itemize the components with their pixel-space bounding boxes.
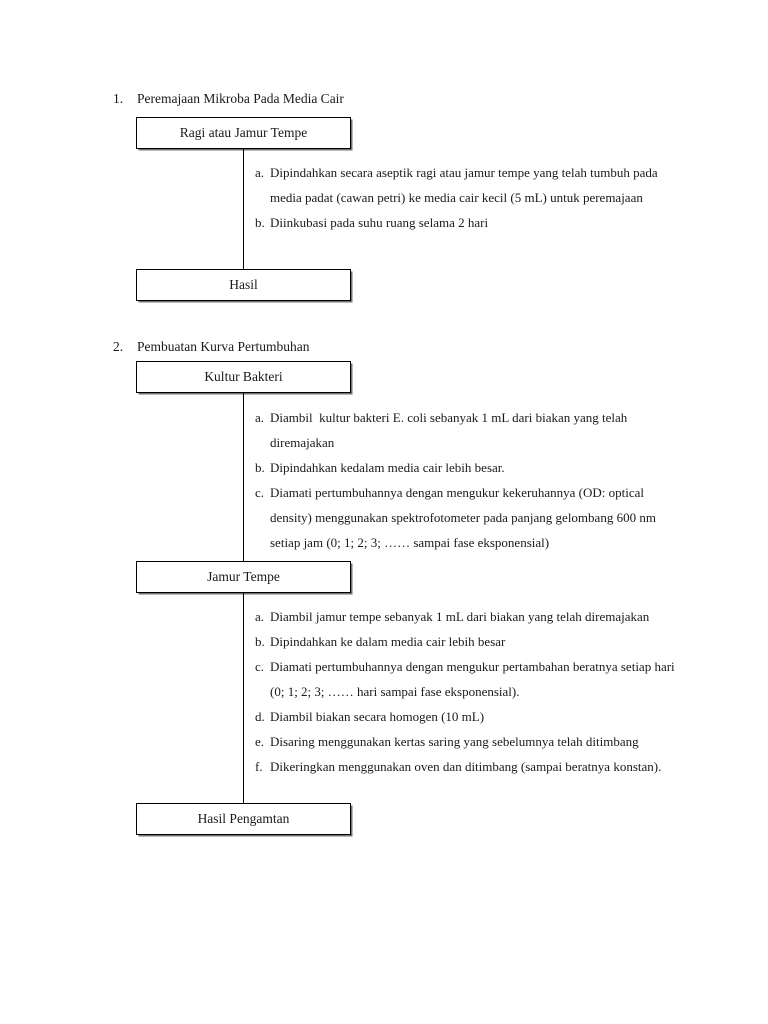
list-item-text: Diambil jamur tempe sebanyak 1 mL dari b… — [270, 609, 650, 624]
section-1-title: Peremajaan Mikroba Pada Media Cair — [137, 91, 344, 106]
list-item-marker: b. — [255, 214, 265, 230]
process-box-label: Hasil — [229, 276, 258, 292]
list-item-text: Dikeringkan menggunakan oven dan ditimba… — [270, 758, 662, 774]
flow-connector-section-2-lower — [243, 593, 245, 803]
list-item: a. Diambil kultur bakteri E. coli sebany… — [255, 406, 687, 456]
list-item-marker: c. — [255, 484, 265, 500]
section-2-heading: 2. Pembuatan Kurva Pertumbuhan — [113, 339, 309, 355]
list-item: e. Disaring menggunakan kertas saring ya… — [255, 730, 687, 755]
process-box-label: Hasil Pengamtan — [197, 810, 290, 826]
list-item-marker: b. — [255, 459, 265, 475]
list-item-text: Diamati pertumbuhannya dengan mengukur k… — [270, 484, 660, 550]
list-item-marker: b. — [255, 633, 265, 649]
list-item-text: Diambil biakan secara homogen (10 mL) — [270, 708, 485, 724]
list-item-text: Dipindahkan secara aseptik ragi atau jam… — [270, 165, 661, 205]
flow-connector-section-2-upper — [243, 393, 245, 561]
section-1-heading: 1. Peremajaan Mikroba Pada Media Cair — [113, 91, 344, 107]
flow-connector-section-1 — [243, 149, 245, 269]
list-item-text: Diambil kultur bakteri E. coli sebanyak … — [270, 410, 631, 450]
process-box-label: Kultur Bakteri — [204, 368, 283, 384]
process-box-label: Jamur Tempe — [207, 568, 280, 584]
list-item-marker: a. — [255, 165, 265, 180]
list-item: b. Dipindahkan kedalam media cair lebih … — [255, 456, 687, 481]
process-box-kultur-bakteri: Kultur Bakteri — [136, 361, 351, 393]
section-2-number: 2. — [113, 339, 124, 354]
list-item-text: Disaring menggunakan kertas saring yang … — [270, 733, 639, 749]
section-2-bacteria-step-list: a. Diambil kultur bakteri E. coli sebany… — [255, 406, 687, 556]
list-item-text: Dipindahkan kedalam media cair lebih bes… — [270, 459, 505, 475]
list-item-marker: f. — [255, 758, 263, 774]
list-item-marker: c. — [255, 658, 265, 674]
list-item: a. Dipindahkan secara aseptik ragi atau … — [255, 161, 687, 211]
section-2-title: Pembuatan Kurva Pertumbuhan — [137, 339, 310, 354]
list-item-text: Diinkubasi pada suhu ruang selama 2 hari — [270, 214, 489, 230]
list-item: c. Diamati pertumbuhannya dengan menguku… — [255, 655, 687, 705]
list-item-marker: d. — [255, 708, 265, 724]
list-item-text: Diamati pertumbuhannya dengan mengukur p… — [270, 658, 678, 699]
list-item: f. Dikeringkan menggunakan oven dan diti… — [255, 755, 687, 780]
list-item-text: Dipindahkan ke dalam media cair lebih be… — [270, 633, 506, 649]
list-item: d. Diambil biakan secara homogen (10 mL) — [255, 705, 687, 730]
list-item-marker: a. — [255, 410, 265, 425]
list-item: b. Dipindahkan ke dalam media cair lebih… — [255, 630, 687, 655]
list-item: c. Diamati pertumbuhannya dengan menguku… — [255, 481, 687, 556]
section-1-number: 1. — [113, 91, 124, 106]
process-box-hasil-pengamtan: Hasil Pengamtan — [136, 803, 351, 835]
list-item-marker: a. — [255, 609, 265, 624]
process-box-jamur-tempe: Jamur Tempe — [136, 561, 351, 593]
process-box-hasil: Hasil — [136, 269, 351, 301]
section-2-fungus-step-list: a. Diambil jamur tempe sebanyak 1 mL dar… — [255, 605, 687, 780]
section-1-step-list: a. Dipindahkan secara aseptik ragi atau … — [255, 161, 687, 236]
process-box-label: Ragi atau Jamur Tempe — [179, 124, 308, 140]
list-item: b. Diinkubasi pada suhu ruang selama 2 h… — [255, 211, 687, 236]
list-item: a. Diambil jamur tempe sebanyak 1 mL dar… — [255, 605, 687, 630]
process-box-ragi-atau-jamur-tempe: Ragi atau Jamur Tempe — [136, 117, 351, 149]
list-item-marker: e. — [255, 733, 265, 749]
